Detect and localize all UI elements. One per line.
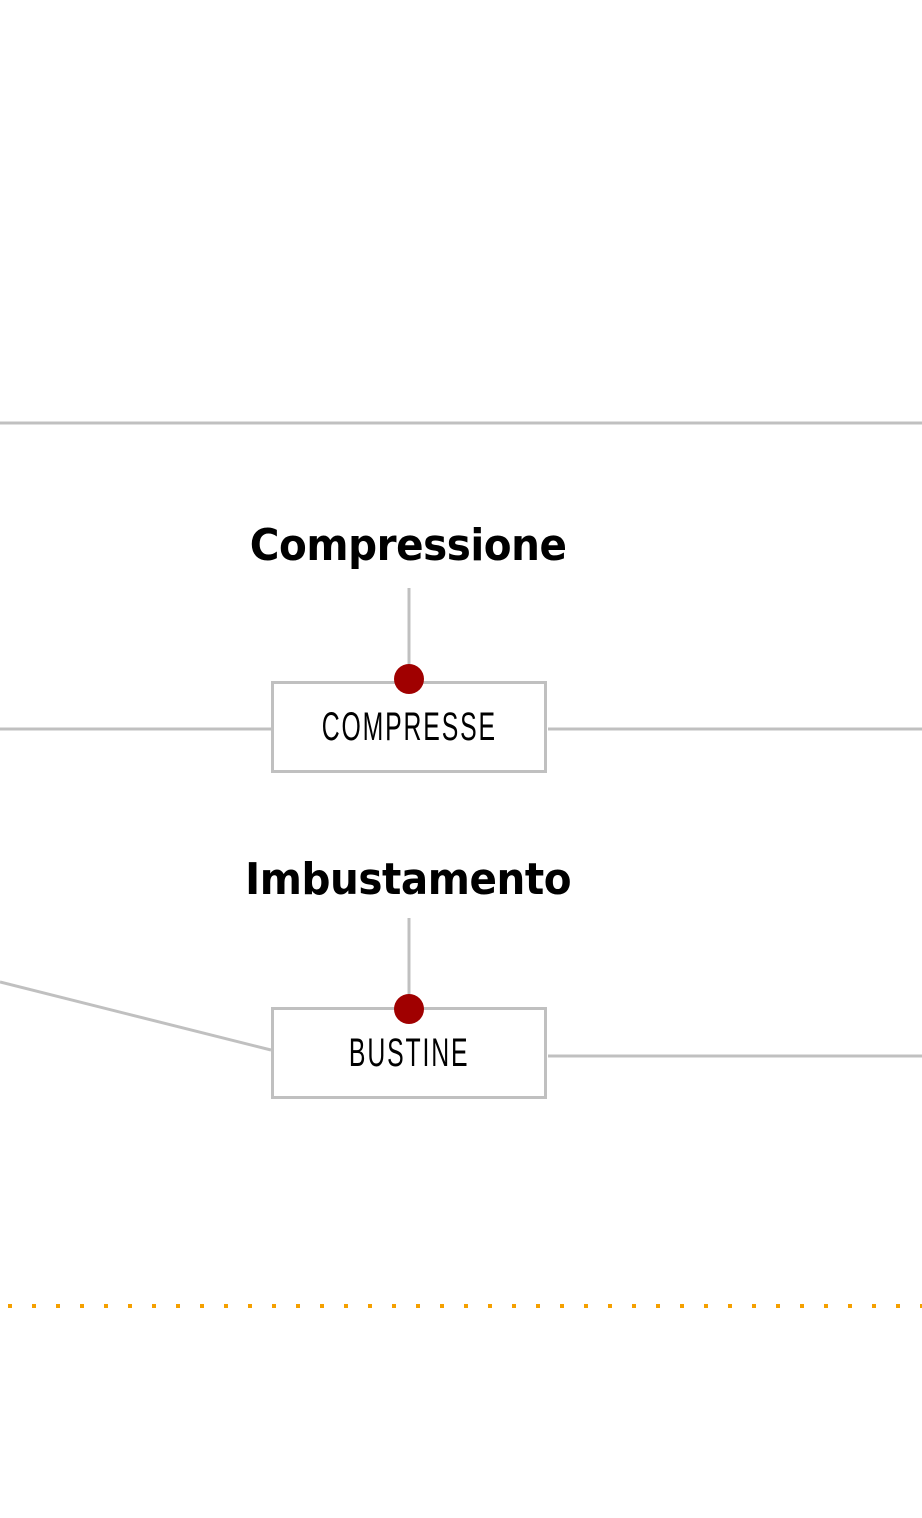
process-title-imbustamento: Imbustamento — [245, 854, 571, 905]
node-dot — [394, 994, 424, 1024]
product-box-compresse: COMPRESSE — [271, 681, 547, 773]
dotted-divider — [0, 1304, 922, 1308]
process-title-compressione: Compressione — [249, 520, 567, 571]
node-dot — [394, 664, 424, 694]
product-label: COMPRESSE — [321, 704, 497, 749]
flow-line-left-bustine — [0, 980, 272, 1052]
product-label: BUSTINE — [348, 1030, 470, 1075]
